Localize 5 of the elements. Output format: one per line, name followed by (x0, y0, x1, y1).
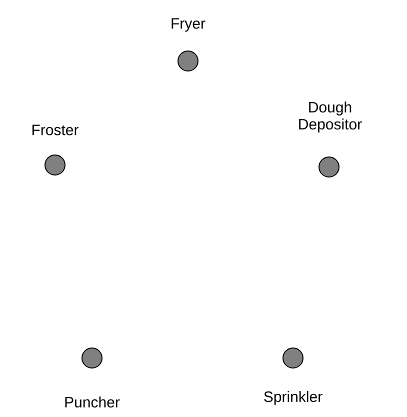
station-label: Froster (32, 124, 78, 136)
station-label: Fryer (172, 18, 206, 32)
station-label: Dough Depositor (299, 102, 362, 132)
station-label: Puncher (65, 396, 120, 408)
station-label: Sprinkler (264, 391, 322, 405)
